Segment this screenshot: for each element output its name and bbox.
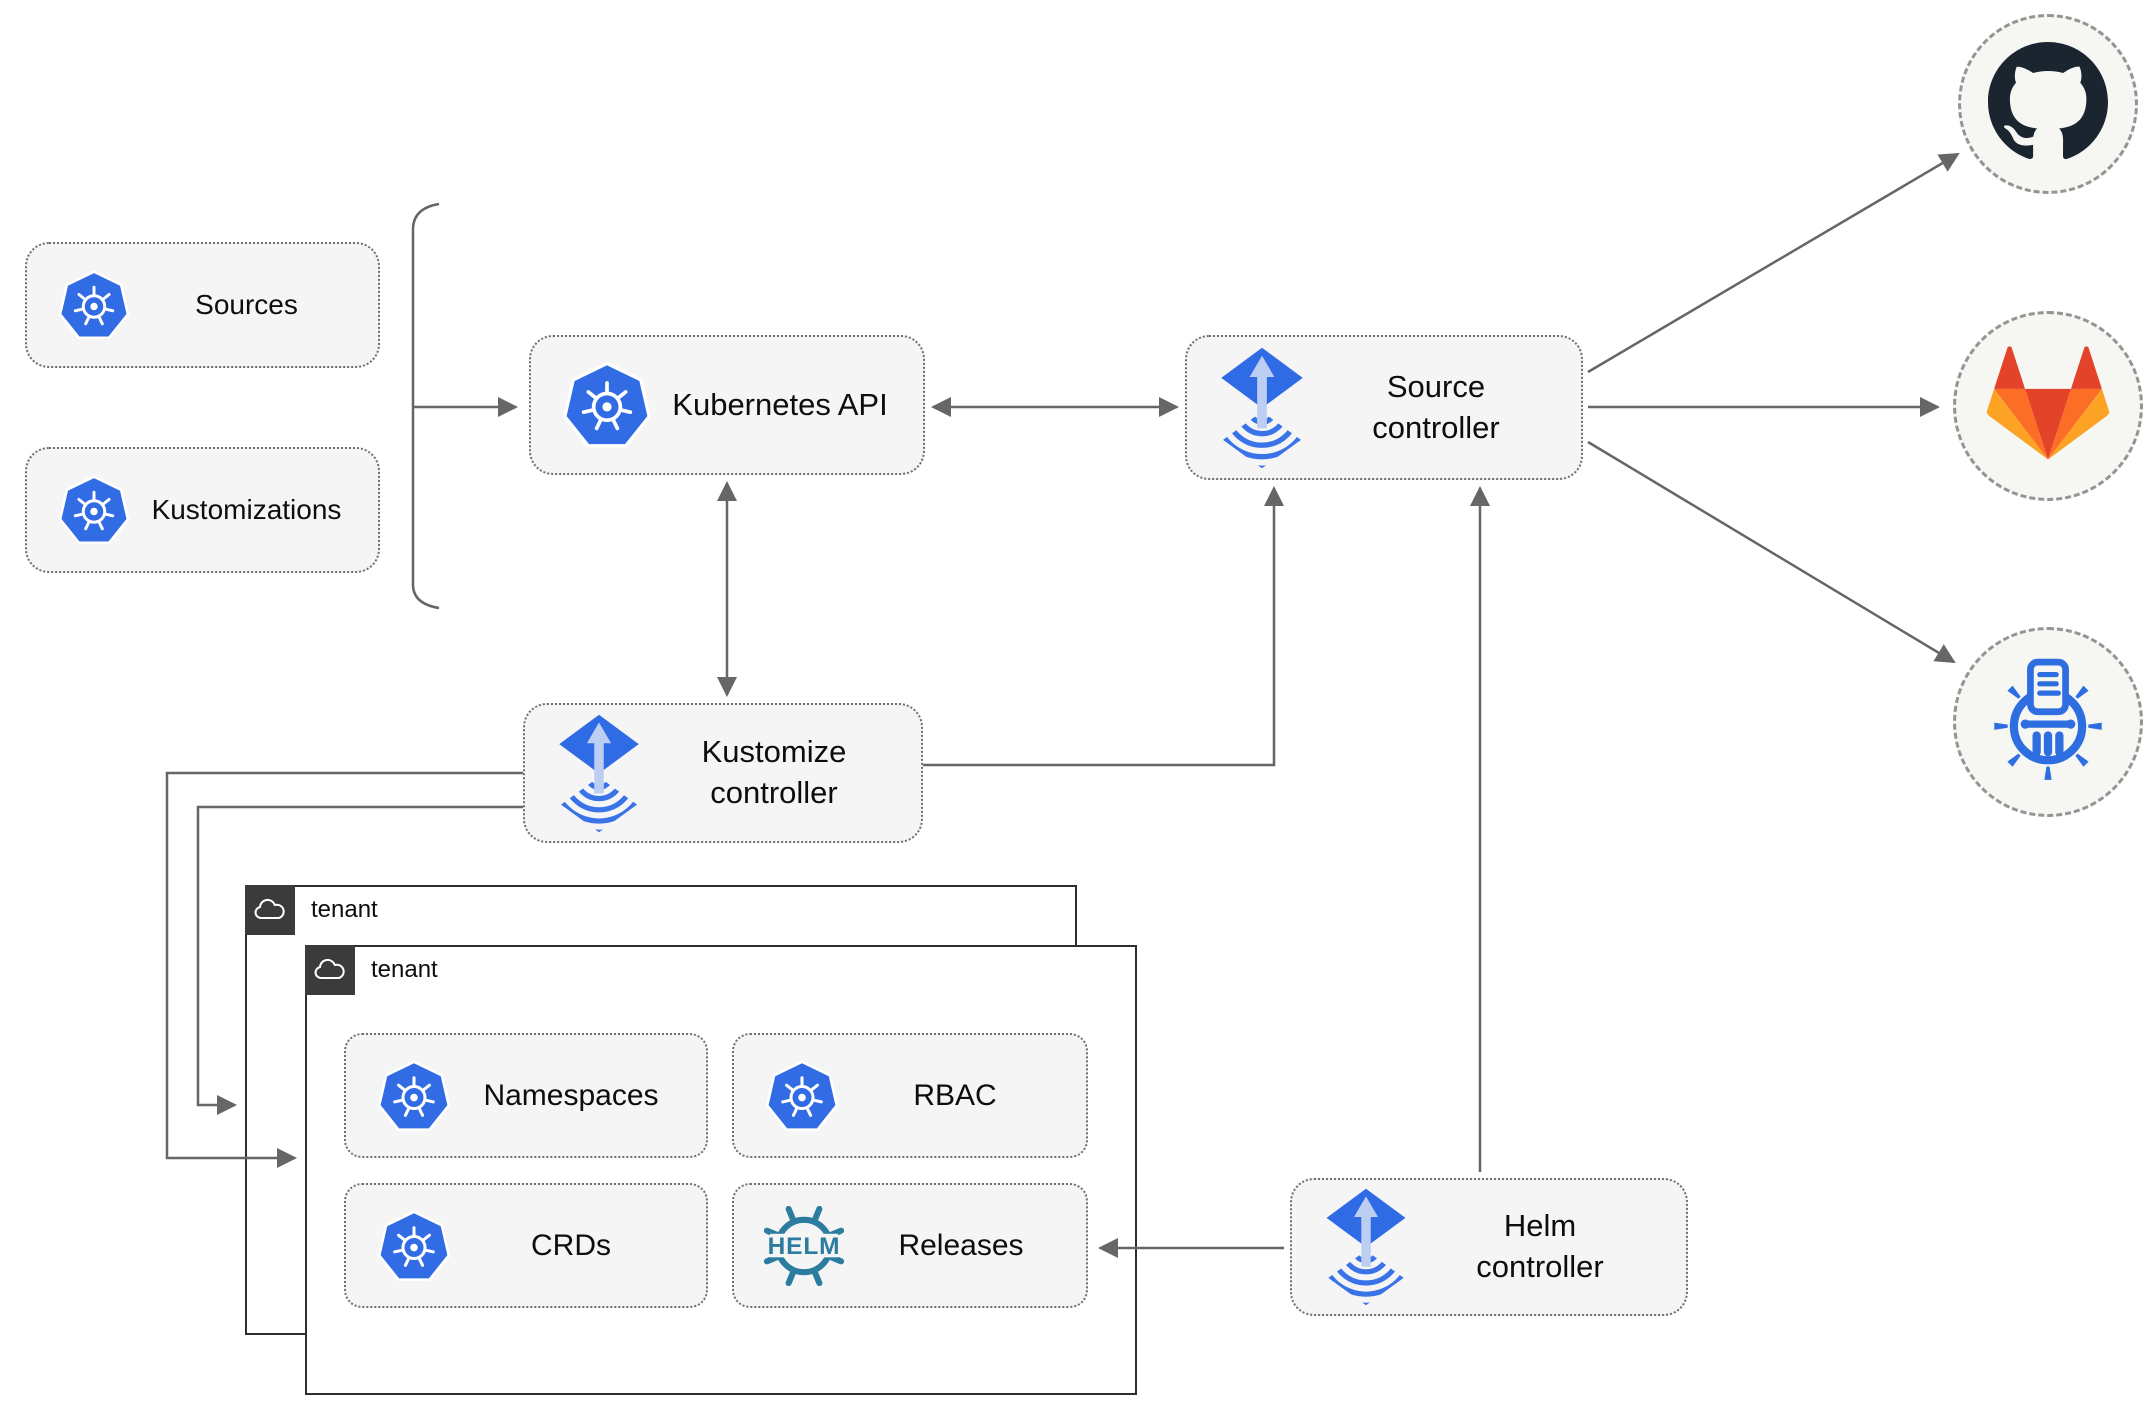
- node-kustomizations: Kustomizations: [25, 447, 380, 573]
- kubernetes-icon: [57, 268, 131, 342]
- cloud-icon: [305, 945, 355, 995]
- node-kustomize-controller: Kustomize controller: [523, 703, 923, 843]
- node-rbac-label: RBAC: [913, 1078, 997, 1112]
- node-kubernetes-api: Kubernetes API: [529, 335, 925, 475]
- endpoint-gitlab: [1953, 311, 2143, 501]
- kubernetes-icon: [376, 1208, 452, 1284]
- node-helm-controller-label: Helm controller: [1476, 1208, 1604, 1284]
- node-helm-controller: Helm controller: [1290, 1178, 1688, 1316]
- node-crds: CRDs: [344, 1183, 708, 1308]
- helm-wheel-icon: HELM: [756, 1198, 852, 1294]
- node-releases: HELM Releases: [732, 1183, 1088, 1308]
- cloud-icon: [245, 885, 295, 935]
- edge-source-chartmuseum: [1587, 440, 1956, 664]
- gitlab-logo: [1983, 343, 2113, 470]
- node-crds-label: CRDs: [531, 1228, 611, 1262]
- node-releases-label: Releases: [898, 1228, 1024, 1262]
- node-source-controller: Source controller: [1185, 335, 1583, 480]
- tenant-inner-label: tenant: [371, 956, 438, 983]
- node-rbac: RBAC: [732, 1033, 1088, 1158]
- endpoint-github: [1958, 14, 2138, 194]
- kubernetes-icon: [376, 1058, 452, 1134]
- helm-wordmark: HELM: [768, 1232, 841, 1259]
- flux-icon: [1217, 346, 1307, 470]
- kubernetes-icon: [764, 1058, 840, 1134]
- kubernetes-icon: [561, 359, 653, 451]
- node-kustomizations-label: Kustomizations: [151, 494, 342, 525]
- tenant-group-inner: tenant: [305, 945, 1137, 1395]
- node-kubernetes-api-label: Kubernetes API: [672, 386, 888, 422]
- node-sources-label: Sources: [195, 289, 298, 320]
- node-kustomize-controller-label: Kustomize controller: [701, 734, 847, 810]
- node-namespaces-label: Namespaces: [483, 1078, 659, 1112]
- bracket-connector: [411, 202, 440, 610]
- flux-icon: [555, 713, 643, 834]
- chartmuseum-logo: [1986, 658, 2110, 787]
- kubernetes-icon: [57, 473, 131, 547]
- edge-kustomize-source: [923, 486, 1284, 767]
- github-logo: [1988, 41, 2108, 167]
- endpoint-chartmuseum: [1953, 627, 2143, 817]
- node-source-controller-label: Source controller: [1372, 368, 1500, 445]
- tenant-outer-label: tenant: [311, 896, 378, 923]
- node-sources: Sources: [25, 242, 380, 368]
- node-namespaces: Namespaces: [344, 1033, 708, 1158]
- flux-icon: [1322, 1187, 1410, 1307]
- edge-source-github: [1587, 152, 1960, 374]
